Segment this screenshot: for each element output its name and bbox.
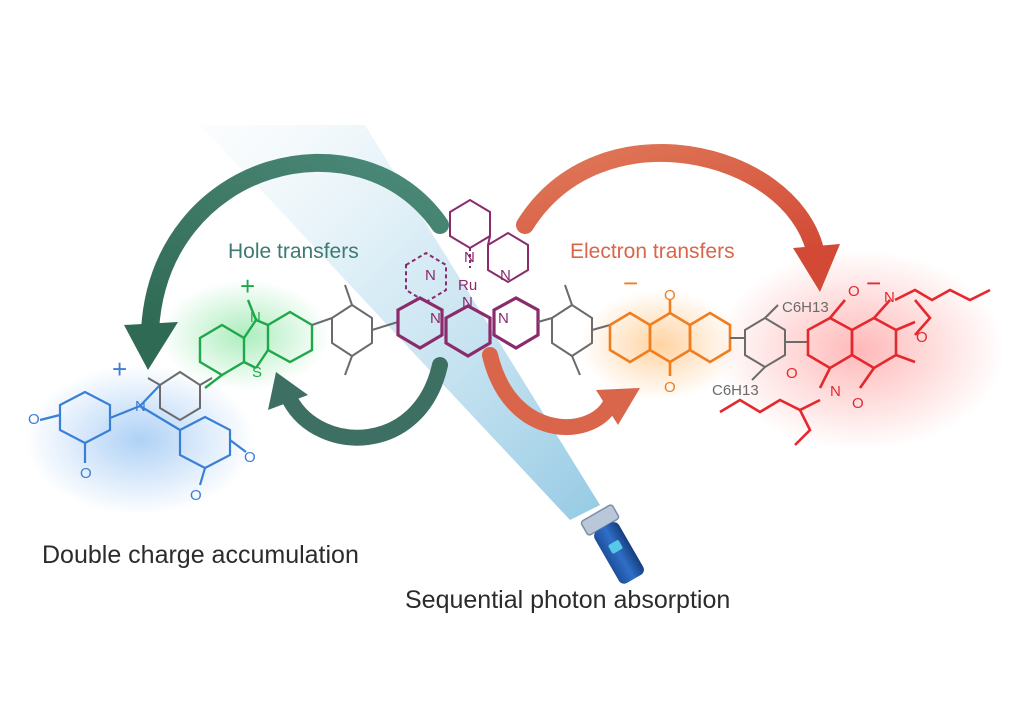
ru-atom: Ru [458, 277, 477, 294]
purple-ru-complex [405, 198, 529, 304]
gray-xylyl-center-left [311, 284, 399, 376]
ru-n-2: N [425, 267, 436, 284]
blue-ome-3: O [190, 487, 202, 504]
blue-ome-1: O [28, 411, 40, 428]
hole-arrow-small [282, 357, 448, 446]
electron-arrow-large [516, 143, 824, 259]
sequential-photon-label: Sequential photon absorption [405, 586, 730, 614]
hole-transfers-label: Hole transfers [228, 240, 359, 263]
hole-arrow-large-head [124, 322, 178, 370]
hole-arrow-small-head [268, 372, 308, 410]
red-n-1: N [884, 289, 895, 306]
blue-n-atom: N [135, 398, 146, 415]
hexyl-label-1: C6H13 [782, 299, 829, 316]
green-plus-sign: + [240, 271, 255, 301]
blue-triarylamine [39, 384, 247, 486]
hole-arrow-large [141, 153, 449, 339]
double-charge-label: Double charge accumulation [42, 541, 359, 569]
blue-plus-sign: + [112, 354, 127, 384]
blue-ome-2: O [80, 465, 92, 482]
blue-ome-4: O [244, 449, 256, 466]
red-o-2: O [916, 329, 928, 346]
electron-arrow-large-head [793, 244, 840, 292]
electron-transfers-label: Electron transfers [570, 240, 735, 263]
light-beam [200, 125, 600, 520]
orange-o-1: O [664, 287, 676, 304]
red-naphthalene-diimide [719, 288, 991, 446]
red-glow [715, 250, 1005, 450]
red-minus-sign: − [866, 268, 881, 298]
gray-xylyl-left [147, 370, 213, 422]
gray-xylyl-center-right [537, 284, 611, 376]
ru-n-1: N [464, 249, 475, 266]
ru-n-5: N [462, 294, 473, 311]
orange-o-2: O [664, 379, 676, 396]
ru-n-6: N [498, 310, 509, 327]
red-o-1: O [848, 283, 860, 300]
electron-arrow-small-head [596, 388, 640, 425]
red-o-3: O [786, 365, 798, 382]
red-o-4: O [852, 395, 864, 412]
hexyl-label-2: C6H13 [712, 382, 759, 399]
ru-n-3: N [500, 267, 511, 284]
red-n-2: N [830, 383, 841, 400]
green-n-atom: N [250, 309, 261, 326]
green-s-atom: S [252, 364, 262, 381]
orange-anthraquinone [608, 300, 732, 376]
electron-arrow-small [482, 347, 618, 435]
flashlight-icon [580, 504, 644, 584]
gray-dihexylphenyl [730, 304, 808, 381]
green-phenothiazine [198, 299, 314, 389]
blue-glow [25, 365, 255, 515]
orange-minus-sign: − [623, 268, 638, 298]
ru-n-4: N [430, 310, 441, 327]
purple-terpyridine [396, 296, 540, 358]
